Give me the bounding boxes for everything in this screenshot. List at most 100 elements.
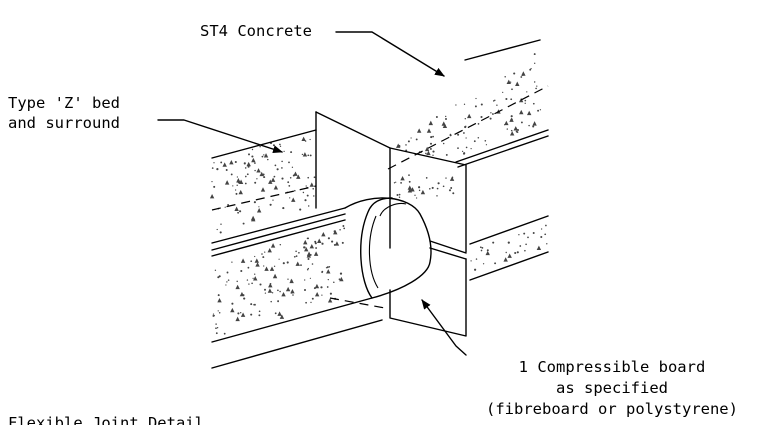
stipple-dot [272, 144, 275, 147]
stipple-dot [540, 228, 543, 230]
stipple-dot [304, 199, 307, 202]
stipple-dot [504, 76, 506, 78]
stipple-dot [530, 68, 532, 70]
stipple-dot [278, 258, 280, 260]
stipple-dot [272, 199, 274, 201]
stipple-dot [234, 160, 237, 164]
stipple-dot [213, 314, 215, 317]
stipple-aggregate [240, 312, 246, 317]
stipple-dot [333, 230, 336, 233]
stipple-dot [514, 251, 517, 255]
stipple-dot [533, 81, 536, 83]
stipple-dot [310, 301, 312, 304]
stipple-aggregate [234, 206, 239, 211]
board-front-edge-upper [389, 147, 467, 253]
stipple-aggregate [304, 246, 309, 252]
stipple-dot [405, 144, 407, 146]
stipple-dot [338, 278, 341, 280]
stipple-dot [289, 197, 291, 199]
stipple-dot [529, 68, 532, 71]
stipple-aggregate [272, 273, 278, 279]
stipple-dot [281, 167, 283, 169]
stipple-dot [429, 147, 432, 150]
stipple-dot [306, 237, 309, 240]
stipple-dot [313, 176, 316, 179]
stipple-aggregate [327, 298, 333, 303]
stipple-dot [329, 292, 332, 295]
stipple-dot [526, 91, 528, 93]
stipple-dot [261, 253, 263, 255]
stipple-dot [535, 87, 537, 90]
stipple-dot [277, 289, 279, 292]
stipple-aggregate [222, 162, 227, 167]
stipple-dot [452, 192, 455, 195]
stipple-dot [212, 313, 215, 315]
stipple-dot [246, 279, 249, 281]
stipple-dot [516, 251, 519, 254]
stipple-dot [217, 294, 220, 297]
stipple-dot [215, 332, 218, 335]
stipple-dot [470, 148, 472, 150]
stipple-aggregate [264, 266, 269, 271]
stipple-aggregate [407, 188, 413, 193]
stipple-aggregate [313, 251, 319, 256]
stipple-aggregate [532, 121, 537, 126]
stipple-dot [216, 168, 219, 171]
stipple-dot [321, 242, 324, 245]
stipple-aggregate [235, 316, 240, 322]
stipple-dot [314, 242, 317, 245]
stipple-dot [464, 118, 466, 120]
stipple-dot [342, 225, 345, 227]
stipple-dot [477, 123, 480, 125]
stipple-dot [432, 135, 434, 138]
stipple-dot [480, 103, 483, 106]
stipple-dot [523, 232, 526, 235]
stipple-aggregate [513, 126, 518, 131]
stipple-dot [259, 145, 261, 148]
stipple-aggregate [279, 314, 285, 319]
stipple-aggregate [467, 113, 472, 119]
stipple-aggregate [263, 153, 269, 158]
upper-block-dashed-right [387, 85, 549, 170]
stipple-dot [442, 142, 445, 145]
stipple-dot [321, 271, 323, 274]
stipple-aggregate [260, 187, 266, 192]
stipple-dot [254, 169, 256, 172]
stipple-aggregate [251, 157, 256, 163]
stipple-dot [463, 103, 466, 105]
stipple-aggregate [229, 160, 234, 165]
stipple-dot [279, 290, 281, 293]
stipple-aggregate [503, 257, 508, 262]
stipple-dot [474, 268, 477, 271]
stipple-dot [311, 297, 314, 300]
stipple-aggregate [420, 189, 426, 195]
stipple-dot [250, 303, 253, 306]
stipple-dot [518, 234, 520, 236]
stipple-dot [251, 155, 254, 158]
stipple-aggregate [268, 282, 273, 288]
stipple-dot [525, 243, 527, 246]
board-leader-arrow [421, 299, 467, 356]
stipple-dot [532, 125, 535, 128]
stipple-aggregate [321, 231, 326, 237]
stipple-dot [242, 294, 245, 297]
hidden-board-edge [329, 297, 386, 309]
stipple-aggregate [209, 193, 215, 199]
stipple-dot [246, 173, 249, 176]
stipple-aggregate [485, 250, 490, 256]
pipe-left-barrel [211, 207, 386, 369]
stipple-dot [220, 223, 222, 225]
stipple-dot [415, 197, 418, 199]
board-top-face [315, 111, 391, 249]
stipple-dot [396, 194, 399, 196]
stipple-dot [398, 196, 401, 198]
stipple-dot [425, 177, 428, 179]
stipple-dot [240, 312, 242, 314]
pipe-socket [344, 197, 432, 299]
stipple-dot [215, 323, 217, 325]
stipple-dot [309, 138, 311, 141]
stipple-dot [479, 246, 482, 249]
stipple-dot [465, 137, 467, 139]
stipple-aggregate [254, 258, 260, 263]
socket-outer-rim [344, 197, 432, 299]
